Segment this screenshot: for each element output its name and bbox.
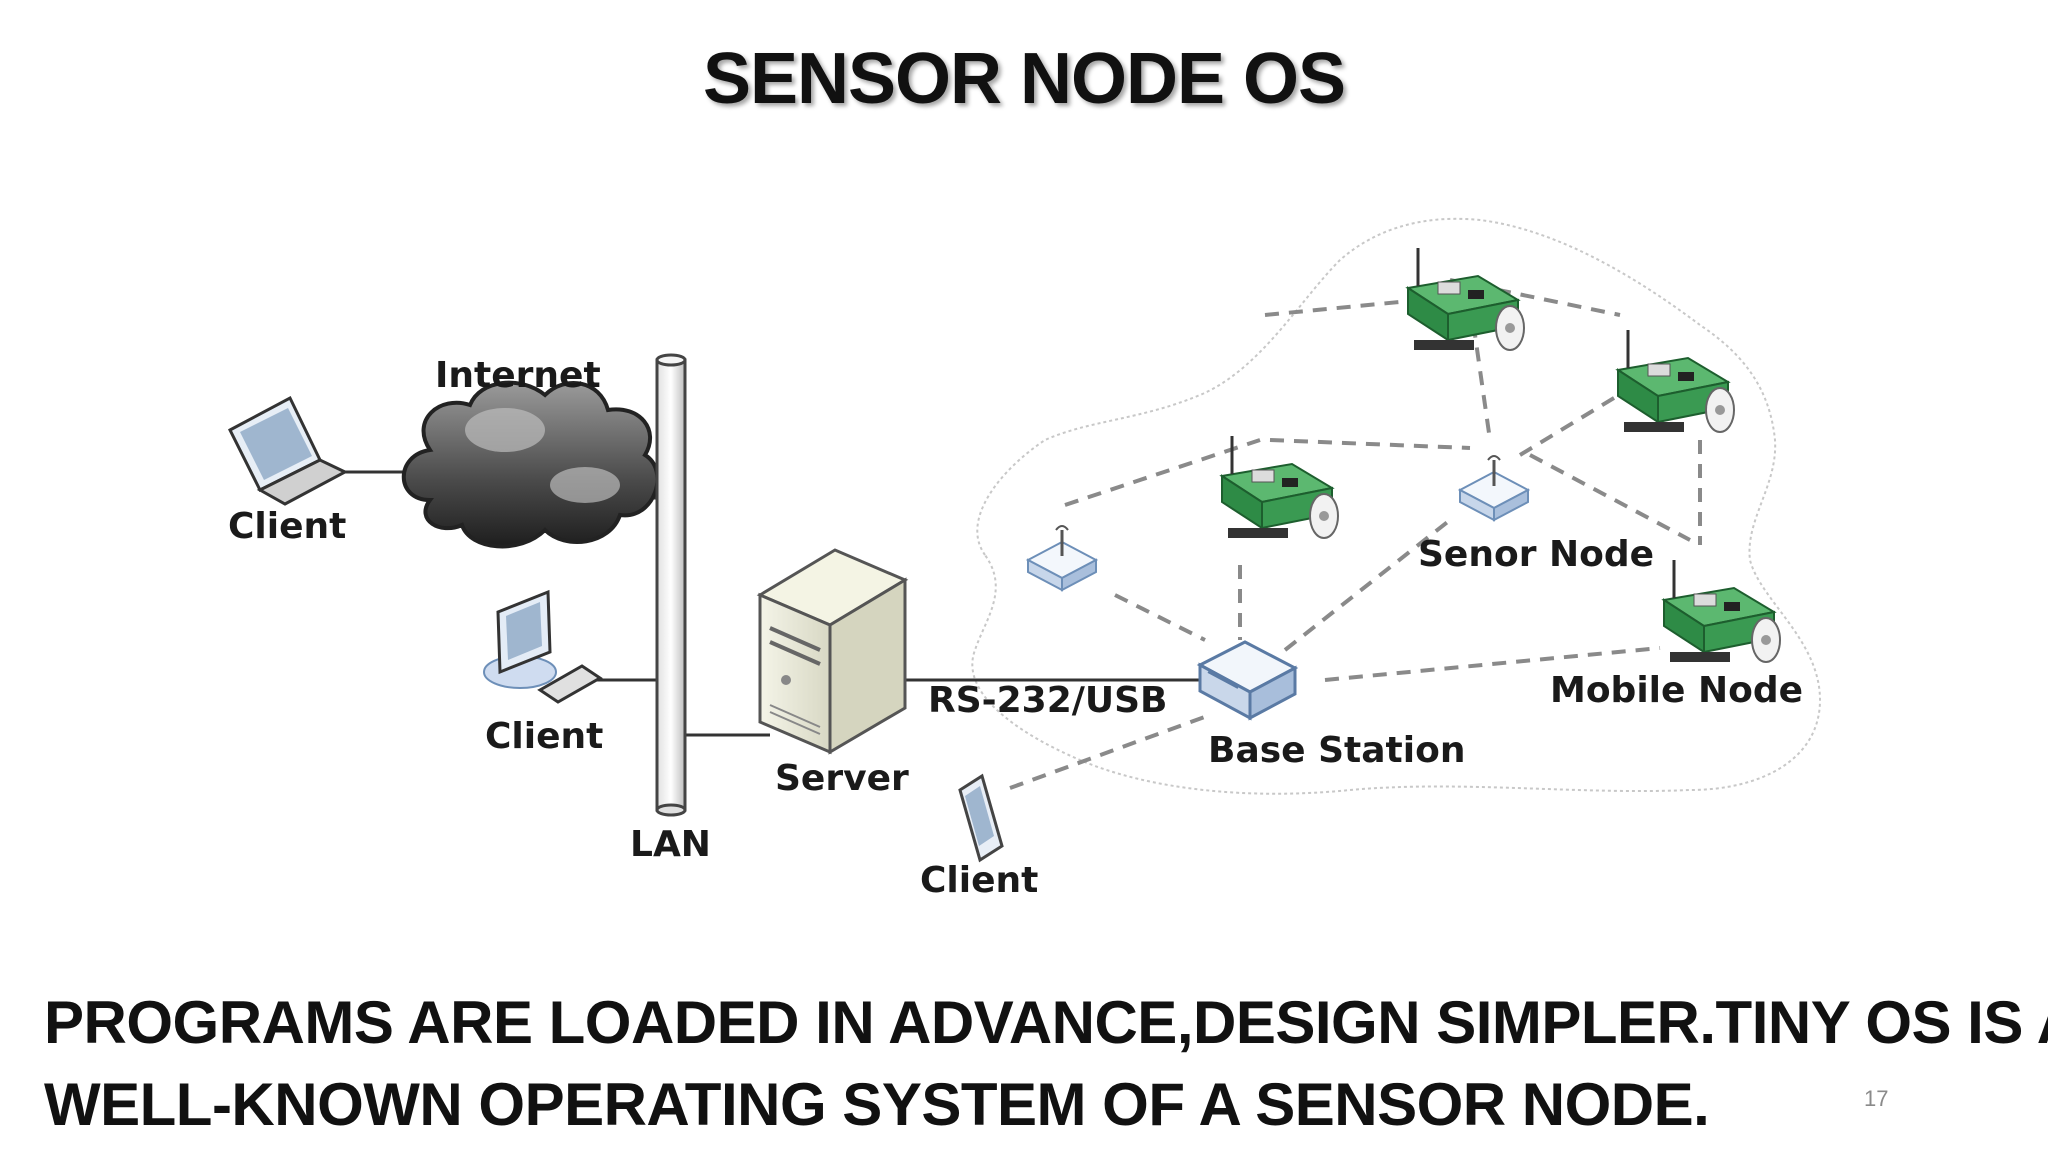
mobile-node-icon <box>1662 558 1782 664</box>
body-text: PROGRAMS ARE LOADED IN ADVANCE,DESIGN SI… <box>44 982 2048 1146</box>
server-label: Server <box>775 758 909 799</box>
lan-backbone <box>655 353 687 817</box>
internet-cloud-icon <box>401 380 660 549</box>
mobile-node-icon <box>1406 246 1526 352</box>
base-station-icon <box>1196 640 1299 721</box>
server-icon <box>756 548 909 755</box>
body-line: PROGRAMS ARE LOADED IN ADVANCE,DESIGN SI… <box>44 989 2048 1056</box>
sensor-node-icon <box>1026 524 1098 592</box>
slide-title: SENSOR NODE OS <box>702 39 1346 119</box>
mobile-node-icon <box>1220 434 1340 540</box>
laptop-icon <box>228 395 349 506</box>
mobile-node-icon <box>1616 328 1736 434</box>
internet-label: Internet <box>435 355 601 396</box>
rs232-usb-label: RS-232/USB <box>928 680 1167 721</box>
wireless-links <box>1009 278 1702 790</box>
lan-label: LAN <box>630 824 711 865</box>
sensor-node-label: Senor Node <box>1418 534 1654 575</box>
slide-number: 17 <box>1864 1086 1889 1111</box>
phone-client-icon <box>958 773 1004 863</box>
body-line: WELL-KNOWN OPERATING SYSTEM OF A SENSOR … <box>44 1071 1710 1138</box>
sensor-node-icon <box>1458 454 1530 522</box>
base-station-label: Base Station <box>1208 730 1465 771</box>
client-laptop-label: Client <box>228 506 346 547</box>
client-phone-label: Client <box>920 860 1038 901</box>
mobile-node-label: Mobile Node <box>1550 670 1803 711</box>
desktop-client-icon <box>483 589 603 704</box>
client-desktop-label: Client <box>485 716 603 757</box>
